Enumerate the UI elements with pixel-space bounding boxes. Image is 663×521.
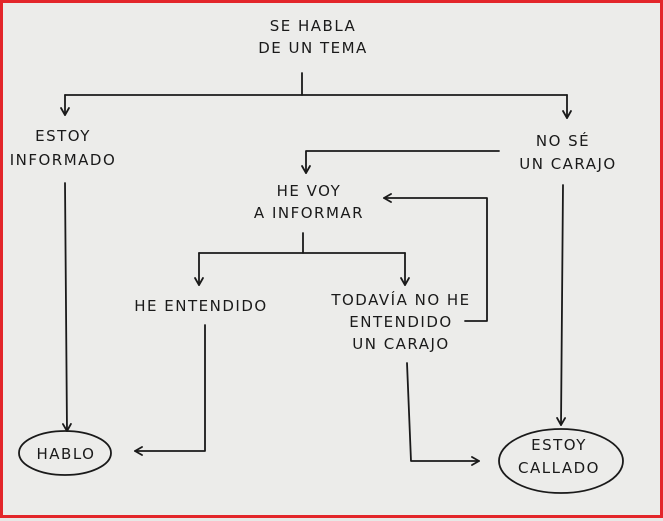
node-informed-line1: ESTOY: [35, 127, 91, 145]
edge-still-clueless-to-silent: [406, 362, 480, 466]
node-start-line1: SE HABLA: [270, 17, 357, 35]
node-understood-line1: HE ENTENDIDO: [134, 297, 267, 315]
node-silent-line2: CALLADO: [518, 459, 600, 477]
node-still-clueless-line3: UN CARAJO: [352, 335, 450, 353]
node-understood: HE ENTENDIDO: [134, 297, 267, 315]
node-clueless: NO SÉ UN CARAJO: [519, 131, 617, 173]
node-still-clueless-line2: ENTENDIDO: [349, 313, 452, 331]
node-research: HE VOY A INFORMAR: [254, 182, 364, 222]
edge-clueless-to-research: [301, 150, 500, 174]
flowchart: SE HABLA DE UN TEMA ESTOY INFORMADO NO S…: [10, 17, 624, 494]
node-still-clueless-line1: TODAVÍA NO HE: [330, 290, 470, 309]
node-still-clueless: TODAVÍA NO HE ENTENDIDO UN CARAJO: [330, 290, 470, 353]
node-research-line2: A INFORMAR: [254, 204, 364, 222]
node-clueless-line1: NO SÉ: [536, 131, 590, 150]
edge-informed-to-speak: [62, 182, 72, 432]
node-clueless-line2: UN CARAJO: [519, 155, 617, 173]
node-start-line2: DE UN TEMA: [258, 39, 368, 57]
edge-understood-to-speak: [134, 324, 206, 456]
node-silent-line1: ESTOY: [531, 436, 587, 454]
node-research-line1: HE VOY: [277, 182, 342, 200]
node-start: SE HABLA DE UN TEMA: [258, 17, 368, 57]
edge-still-clueless-loop: [383, 193, 488, 322]
node-informed: ESTOY INFORMADO: [10, 127, 117, 169]
node-silent-outline: [498, 428, 624, 494]
node-informed-line2: INFORMADO: [10, 151, 117, 169]
node-speak-line1: HABLO: [37, 445, 96, 463]
node-speak: HABLO: [18, 430, 112, 476]
node-silent: ESTOY CALLADO: [498, 428, 624, 494]
node-speak-outline: [18, 430, 112, 476]
edge-clueless-to-silent: [556, 184, 566, 426]
